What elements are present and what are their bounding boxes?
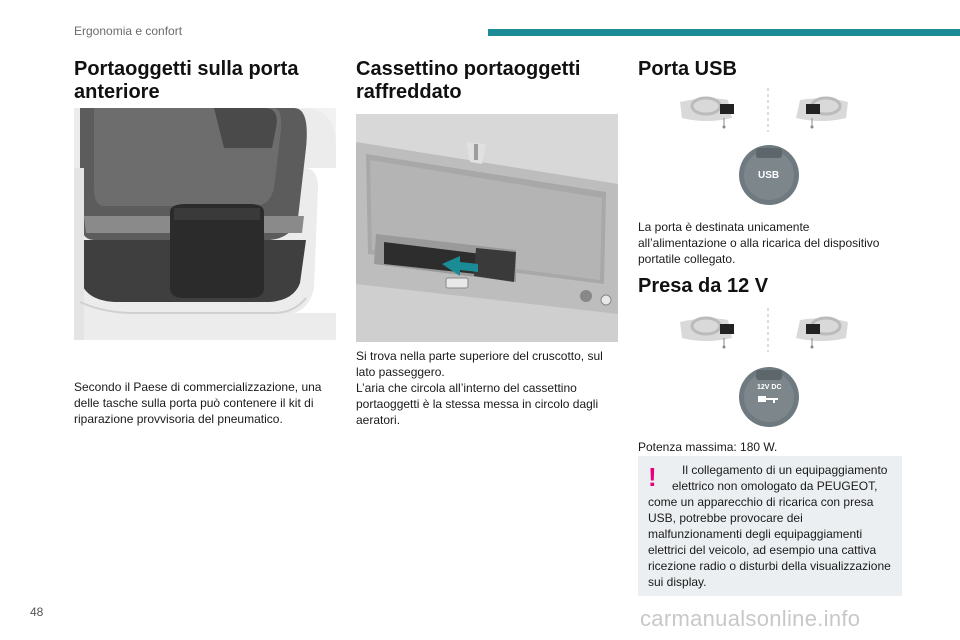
watermark: carmanualsonline.info [640,606,861,631]
power-text: Potenza massima: 180 W. [638,440,778,454]
usb-heading: Porta USB [638,58,737,80]
glovebox-illustration [356,114,618,342]
socket-dashboard-diagram [676,308,852,352]
socket-12v-illustration [738,366,800,428]
column-usb: Porta USB [638,58,902,81]
page-number: 48 [30,605,44,619]
header-accent-bar [488,29,960,36]
section-title: Ergonomia e confort [74,24,183,38]
warning-note: ! Il collegamento di un equipaggiamento … [638,456,902,596]
cooled-glovebox-heading: Cassettino portaoggetti raffreddato [356,58,581,103]
warning-exclamation-icon: ! [648,462,657,492]
warning-text-first: Il collegamento di un equipaggiamento el… [672,463,888,493]
usb-socket-label: USB [758,170,780,181]
socket-heading: Presa da 12 V [638,275,769,297]
warning-text-rest: come un apparecchio di ricarica con pres… [648,495,891,589]
glovebox-location-text: Si trova nella parte superiore del crusc… [356,349,603,379]
usb-text: La porta è destinata unicamente all’alim… [638,220,880,266]
glovebox-air-text: L’aria che circola all’interno del casse… [356,381,599,427]
column-door-storage: Portaoggetti sulla porta anteriore [74,58,336,104]
door-storage-text: Secondo il Paese di commercializzazione,… [74,380,322,426]
usb-dashboard-diagram [676,88,852,132]
door-pocket-illustration [74,108,336,340]
socket-12v-label: 12V DC [757,384,782,391]
column-cooled-glovebox: Cassettino portaoggetti raffreddato [356,58,618,104]
door-storage-heading: Portaoggetti sulla porta anteriore [74,58,299,103]
usb-socket-illustration [738,144,800,206]
